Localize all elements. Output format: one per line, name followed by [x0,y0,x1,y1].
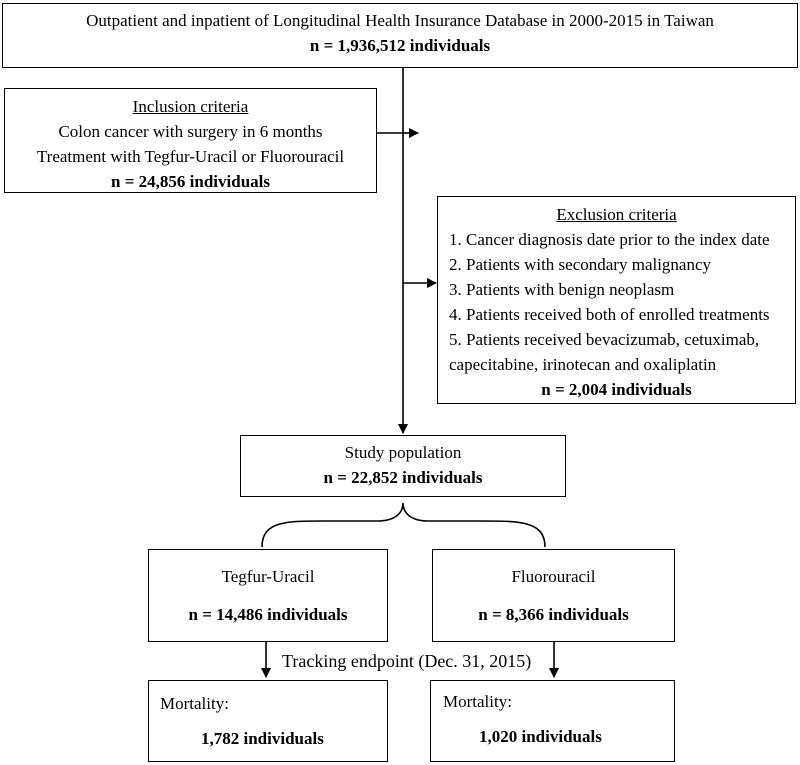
exclusion-item: capecitabine, irinotecan and oxaliplatin [449,355,717,374]
mortality-label: Mortality: [160,694,229,713]
exclusion-item: 3. Patients with benign neoplasm [449,280,675,299]
group-label: Fluorouracil [511,567,596,586]
inclusion-item: Colon cancer with surgery in 6 months [58,122,323,141]
exclusion-heading: Exclusion criteria [556,205,677,224]
inclusion-count: n = 24,856 individuals [111,172,270,191]
group-count: n = 8,366 individuals [478,605,629,624]
group-count: n = 14,486 individuals [188,605,348,624]
exclusion-item: 5. Patients received bevacizumab, cetuxi… [449,330,760,349]
tracking-endpoint-label: Tracking endpoint (Dec. 31, 2015) [282,651,532,671]
exclusion-item: 2. Patients with secondary malignancy [449,255,712,274]
mortality-count: 1,020 individuals [479,727,602,746]
study-population-label: Study population [344,443,462,462]
study-population-count: n = 22,852 individuals [323,468,483,487]
exclusion-item: 4. Patients received both of enrolled tr… [449,305,770,324]
inclusion-item: Treatment with Tegfur-Uracil or Fluorour… [36,147,345,166]
inclusion-box: Inclusion criteria Colon cancer with sur… [4,88,377,193]
database-title: Outpatient and inpatient of Longitudinal… [86,11,714,30]
fluorouracil-mortality-box: Mortality: 1,020 individuals [430,680,675,762]
inclusion-heading: Inclusion criteria [132,97,249,116]
mortality-label: Mortality: [443,692,512,711]
exclusion-item: 1. Cancer diagnosis date prior to the in… [449,230,770,249]
exclusion-count: n = 2,004 individuals [541,380,692,399]
fluorouracil-box: Fluorouracil n = 8,366 individuals [432,549,675,642]
exclusion-box: Exclusion criteria 1. Cancer diagnosis d… [437,196,796,404]
group-brace [261,502,546,548]
tegfur-mortality-box: Mortality: 1,782 individuals [148,680,388,762]
database-count: n = 1,936,512 individuals [309,36,491,55]
group-label: Tegfur-Uracil [221,567,315,586]
study-population-box: Study population n = 22,852 individuals [240,435,566,497]
database-box: Outpatient and inpatient of Longitudinal… [2,3,798,68]
mortality-count: 1,782 individuals [201,729,324,748]
tegfur-uracil-box: Tegfur-Uracil n = 14,486 individuals [148,549,388,642]
